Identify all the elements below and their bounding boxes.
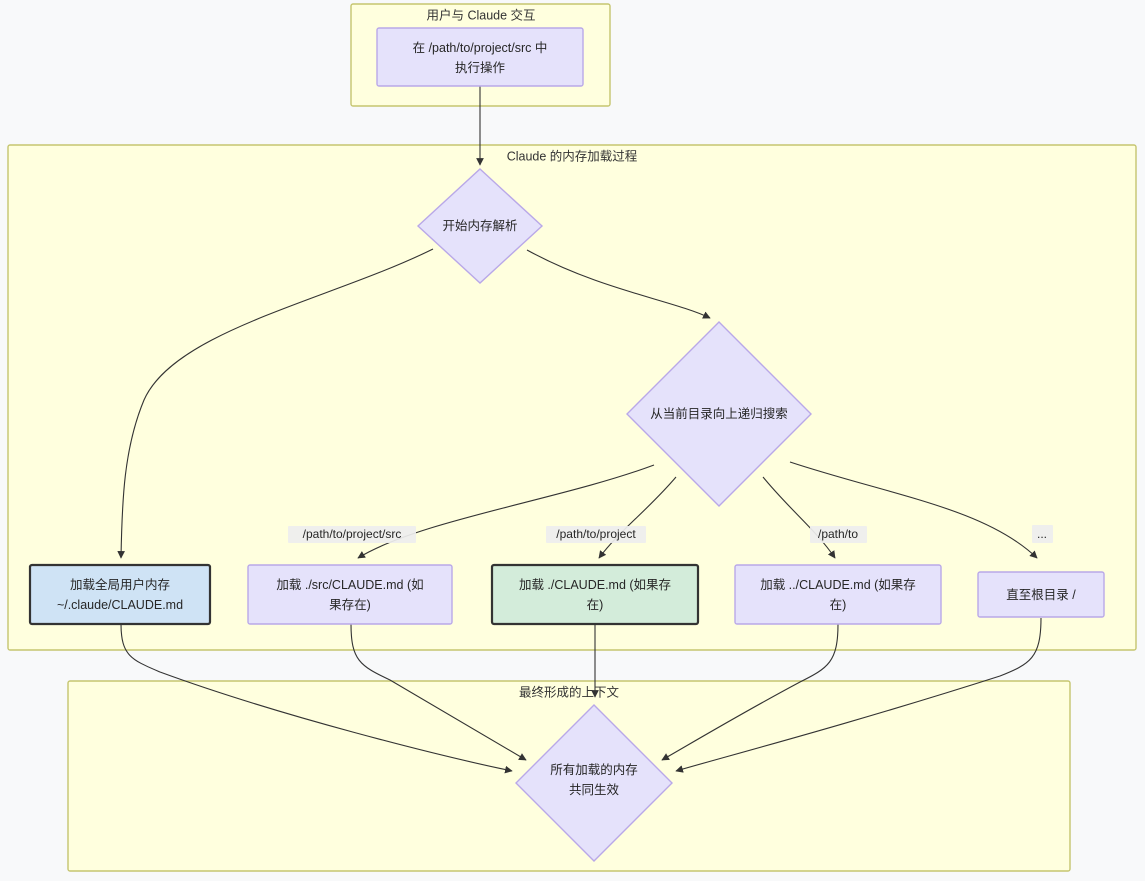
edge-label-path-project-text: /path/to/project xyxy=(556,527,636,541)
edge-root-to-final xyxy=(675,617,1042,773)
node-until-root-dir[interactable]: 直至根目录 / xyxy=(977,571,1105,618)
node-load-global-memory-line2: ~/.claude/CLAUDE.md xyxy=(57,598,183,612)
node-load-project-claude-md-line2: 在) xyxy=(587,598,604,612)
edge-search-to-parent xyxy=(762,476,836,559)
edge-label-path-to: /path/to xyxy=(810,526,867,543)
edge-search-to-project xyxy=(598,476,677,559)
edge-start-to-global xyxy=(117,248,434,559)
node-recursive-search-label: 从当前目录向上递归搜索 xyxy=(650,406,788,421)
node-load-global-memory-line1: 加载全局用户内存 xyxy=(70,577,170,592)
node-load-global-memory[interactable]: 加载全局用户内存 ~/.claude/CLAUDE.md xyxy=(28,563,212,626)
edge-global-to-final xyxy=(120,623,513,774)
node-load-src-claude-md-box[interactable] xyxy=(247,564,453,625)
edges-layer xyxy=(117,86,1042,774)
node-load-src-claude-md-line2: 果存在) xyxy=(329,598,371,612)
edge-label-ellipsis-text: ... xyxy=(1037,527,1047,541)
node-all-memory-effective[interactable]: 所有加载的内存 共同生效 xyxy=(515,704,673,862)
edge-parent-to-final xyxy=(661,623,839,761)
node-load-project-claude-md-line1: 加载 ./CLAUDE.md (如果存 xyxy=(519,577,671,592)
edge-label-path-project-bg xyxy=(546,526,646,543)
node-recursive-search[interactable]: 从当前目录向上递归搜索 xyxy=(626,321,812,507)
node-start-memory-parse-shape[interactable] xyxy=(416,168,544,284)
node-load-parent-claude-md-line2: 在) xyxy=(830,598,847,612)
edge-labels-layer: /path/to/project/src /path/to/project /p… xyxy=(288,525,1053,543)
cluster-user-interaction-label: 用户与 Claude 交互 xyxy=(426,7,535,22)
edge-search-to-src xyxy=(357,464,655,559)
edge-label-path-project: /path/to/project xyxy=(546,526,646,543)
edge-label-path-to-bg xyxy=(810,526,867,543)
cluster-memory-loading: Claude 的内存加载过程 xyxy=(7,144,1137,651)
node-until-root-dir-label: 直至根目录 / xyxy=(1006,588,1076,602)
node-user-action[interactable]: 在 /path/to/project/src 中 执行操作 xyxy=(376,27,584,87)
node-user-action-box[interactable] xyxy=(376,27,584,87)
edge-label-path-src-text: /path/to/project/src xyxy=(303,527,402,541)
node-load-parent-claude-md[interactable]: 加载 ../CLAUDE.md (如果存 在) xyxy=(734,564,942,625)
node-all-memory-effective-shape[interactable] xyxy=(515,704,673,862)
node-start-memory-parse-label: 开始内存解析 xyxy=(442,219,517,233)
node-load-parent-claude-md-box[interactable] xyxy=(734,564,942,625)
edge-label-ellipsis-bg xyxy=(1032,525,1053,543)
node-load-parent-claude-md-line1: 加载 ../CLAUDE.md (如果存 xyxy=(760,577,916,592)
node-load-project-claude-md[interactable]: 加载 ./CLAUDE.md (如果存 在) xyxy=(490,563,700,626)
node-load-project-claude-md-box[interactable] xyxy=(490,563,700,626)
cluster-memory-loading-label: Claude 的内存加载过程 xyxy=(507,148,638,163)
node-user-action-line2: 执行操作 xyxy=(455,60,506,75)
edge-src-to-final xyxy=(350,623,527,761)
cluster-final-context-label: 最终形成的上下文 xyxy=(519,684,620,699)
node-load-global-memory-box[interactable] xyxy=(28,563,212,626)
edge-start-to-search xyxy=(526,249,711,319)
node-start-memory-parse[interactable]: 开始内存解析 xyxy=(416,168,544,284)
edge-label-ellipsis: ... xyxy=(1032,525,1053,543)
cluster-memory-loading-box xyxy=(7,144,1137,651)
edge-label-path-src-bg xyxy=(288,526,416,543)
edge-label-path-to-text: /path/to xyxy=(818,527,858,541)
node-load-src-claude-md[interactable]: 加载 ./src/CLAUDE.md (如 果存在) xyxy=(247,564,453,625)
node-user-action-line1: 在 /path/to/project/src 中 xyxy=(413,40,548,55)
edge-label-path-src: /path/to/project/src xyxy=(288,526,416,543)
node-all-memory-effective-line2: 共同生效 xyxy=(569,782,620,797)
node-until-root-dir-box[interactable] xyxy=(977,571,1105,618)
node-load-src-claude-md-line1: 加载 ./src/CLAUDE.md (如 xyxy=(276,577,423,592)
node-recursive-search-shape[interactable] xyxy=(626,321,812,507)
edge-search-to-root xyxy=(789,461,1038,559)
node-all-memory-effective-line1: 所有加载的内存 xyxy=(550,762,638,777)
